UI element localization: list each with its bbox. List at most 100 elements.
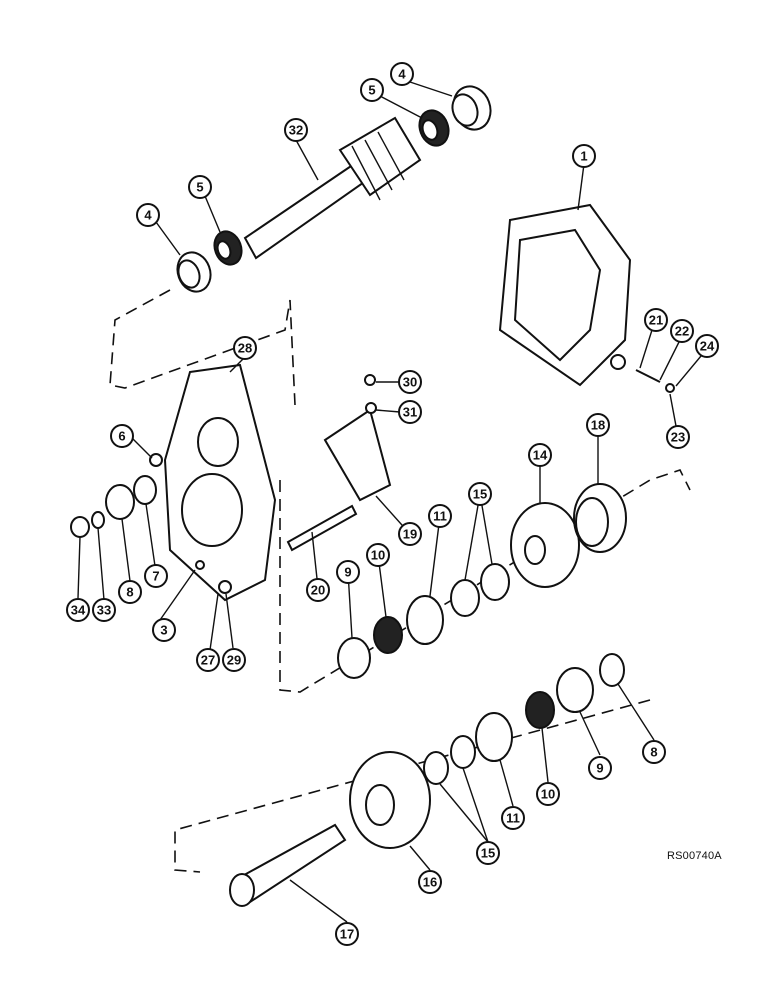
- callout-11-upper: 11: [428, 504, 452, 528]
- svg-text:5: 5: [196, 180, 203, 195]
- assembly-guide-lines: [109, 289, 691, 873]
- svg-text:4: 4: [398, 67, 406, 82]
- gear-18: [573, 483, 627, 553]
- bearing-10-upper: [373, 616, 403, 654]
- svg-text:21: 21: [649, 313, 663, 328]
- fork-19: [323, 374, 392, 502]
- callout-8-left: 8: [118, 580, 142, 604]
- callout-21: 21: [644, 308, 668, 332]
- svg-text:19: 19: [403, 527, 417, 542]
- output-shaft-17: [229, 823, 347, 907]
- callout-10-upper: 10: [366, 543, 390, 567]
- bearing-cup-4-left: [176, 251, 212, 293]
- callout-8-lower: 8: [642, 740, 666, 764]
- svg-text:9: 9: [344, 565, 351, 580]
- callout-23: 23: [666, 425, 690, 449]
- svg-text:32: 32: [289, 123, 303, 138]
- svg-text:20: 20: [311, 583, 325, 598]
- bearing-cone-5-top: [418, 109, 450, 147]
- callout-6: 6: [110, 424, 134, 448]
- bearing-cone-5-left: [213, 230, 243, 266]
- bearing-10-lower: [525, 691, 555, 729]
- svg-text:17: 17: [340, 927, 354, 942]
- callout-9-upper: 9: [336, 560, 360, 584]
- small-parts-left: [70, 453, 232, 594]
- svg-text:31: 31: [403, 405, 417, 420]
- drawing-reference-code: RS00740A: [667, 850, 722, 862]
- housing-1: [498, 203, 632, 387]
- rail-20: [286, 504, 358, 552]
- svg-text:8: 8: [126, 585, 133, 600]
- callout-4-left: 4: [136, 203, 160, 227]
- svg-text:22: 22: [675, 324, 689, 339]
- svg-text:15: 15: [481, 846, 495, 861]
- callout-5-left: 5: [188, 175, 212, 199]
- snap-ring-11-upper: [406, 595, 444, 645]
- gear-14: [510, 502, 580, 588]
- callout-9-lower: 9: [588, 756, 612, 780]
- svg-text:4: 4: [144, 208, 152, 223]
- svg-text:18: 18: [591, 418, 605, 433]
- needle-bearings-15-lower: [423, 735, 476, 785]
- callout-31: 31: [398, 400, 422, 424]
- input-shaft-32: [243, 116, 422, 260]
- callout-19: 19: [398, 522, 422, 546]
- svg-text:28: 28: [238, 341, 252, 356]
- detent-parts-21-22-24: [635, 369, 675, 393]
- svg-text:34: 34: [71, 603, 86, 618]
- callout-15-upper: 15: [468, 482, 492, 506]
- callout-11-lower: 11: [501, 806, 525, 830]
- callout-3: 3: [152, 618, 176, 642]
- svg-text:15: 15: [473, 487, 487, 502]
- callout-15-lower: 15: [476, 841, 500, 865]
- svg-text:24: 24: [700, 339, 715, 354]
- callout-34: 34: [66, 598, 90, 622]
- leader-lines: [77, 81, 707, 923]
- snap-ring-11-lower: [475, 712, 513, 762]
- svg-text:11: 11: [506, 811, 520, 826]
- svg-text:29: 29: [227, 653, 241, 668]
- callout-29: 29: [222, 648, 246, 672]
- svg-text:23: 23: [671, 430, 685, 445]
- svg-text:7: 7: [152, 569, 159, 584]
- callout-27: 27: [196, 648, 220, 672]
- svg-text:33: 33: [97, 603, 111, 618]
- svg-text:1: 1: [580, 149, 587, 164]
- bearing-cup-9-upper: [337, 637, 371, 679]
- callout-14: 14: [528, 443, 552, 467]
- callout-18: 18: [586, 413, 610, 437]
- callout-33: 33: [92, 598, 116, 622]
- callout-22: 22: [670, 319, 694, 343]
- callout-17: 17: [335, 922, 359, 946]
- needle-bearings-15-upper: [450, 563, 510, 617]
- svg-text:5: 5: [368, 83, 375, 98]
- callout-5-top: 5: [360, 78, 384, 102]
- svg-text:10: 10: [371, 548, 385, 563]
- svg-text:30: 30: [403, 375, 417, 390]
- svg-text:27: 27: [201, 653, 215, 668]
- bearing-cup-8-lower: [599, 653, 625, 687]
- svg-text:6: 6: [118, 429, 125, 444]
- svg-text:9: 9: [596, 761, 603, 776]
- svg-text:10: 10: [541, 787, 555, 802]
- svg-text:11: 11: [433, 509, 447, 524]
- callout-30: 30: [398, 370, 422, 394]
- bearing-cup-9-lower: [556, 667, 594, 713]
- bearing-cup-4-top: [451, 85, 492, 131]
- svg-text:14: 14: [533, 448, 548, 463]
- plate-28: [163, 363, 277, 602]
- svg-text:16: 16: [423, 875, 437, 890]
- callout-32: 32: [284, 118, 308, 142]
- svg-text:3: 3: [160, 623, 167, 638]
- callout-1: 1: [572, 144, 596, 168]
- callout-16: 16: [418, 870, 442, 894]
- gear-16: [349, 751, 431, 849]
- callout-28: 28: [233, 336, 257, 360]
- callout-4-top: 4: [390, 62, 414, 86]
- callout-7: 7: [144, 564, 168, 588]
- callout-10-lower: 10: [536, 782, 560, 806]
- callout-24: 24: [695, 334, 719, 358]
- svg-text:8: 8: [650, 745, 657, 760]
- callout-20: 20: [306, 578, 330, 602]
